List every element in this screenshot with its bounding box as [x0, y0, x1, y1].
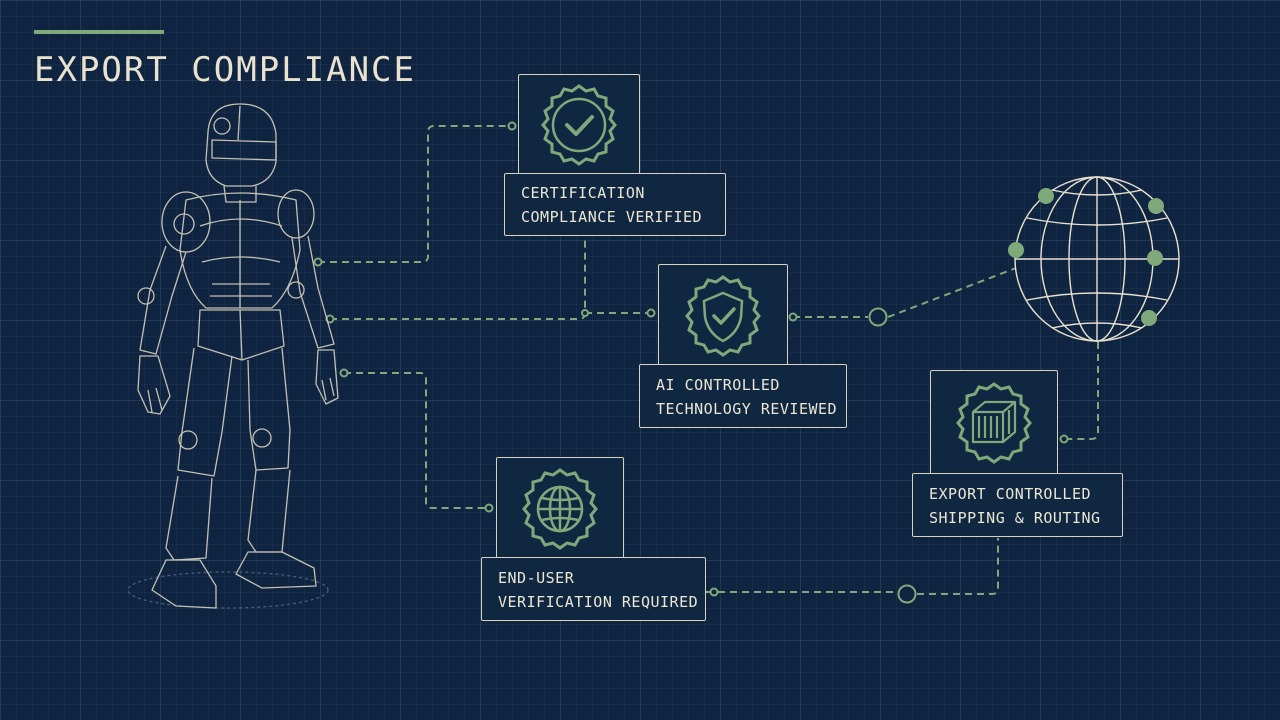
- globe-node: [1008, 242, 1024, 258]
- connector-junction: [868, 307, 888, 327]
- certification-label: CERTIFICATION COMPLIANCE VERIFIED: [504, 173, 726, 236]
- connector-ai-globe-2: [887, 267, 1017, 318]
- connector-dot: [581, 309, 589, 317]
- title-accent-bar: [34, 30, 164, 34]
- connector-dot: [646, 308, 656, 318]
- certification-icon-box: [518, 74, 640, 176]
- connector-dot: [484, 503, 494, 513]
- connector-dot: [507, 121, 517, 131]
- connector-dot: [788, 312, 798, 322]
- globe-node: [1148, 198, 1164, 214]
- shipping-label: EXPORT CONTROLLED SHIPPING & ROUTING: [912, 473, 1123, 537]
- connector-robot-certification: [318, 125, 511, 263]
- end-user-label: END-USER VERIFICATION REQUIRED: [481, 557, 706, 621]
- globe-icon: [522, 468, 598, 550]
- shipping-icon-box: [930, 370, 1058, 476]
- page-title: EXPORT COMPLIANCE: [34, 50, 416, 90]
- connector-dot: [339, 368, 349, 378]
- connector-enduser-shipping-2: [917, 538, 999, 595]
- shipping-crate-icon: [956, 382, 1032, 464]
- globe-node: [1038, 188, 1054, 204]
- connector-robot-enduser: [344, 372, 489, 509]
- shield-checkmark-icon: [685, 275, 761, 357]
- connector-globe-shipping: [1064, 342, 1099, 440]
- connector-dot: [1059, 434, 1069, 444]
- globe-node: [1147, 250, 1163, 266]
- ai-controlled-label: AI CONTROLLED TECHNOLOGY REVIEWED: [639, 364, 847, 428]
- globe-node: [1141, 310, 1157, 326]
- connector-dot: [709, 587, 719, 597]
- end-user-icon-box: [496, 457, 624, 561]
- connector-dot: [313, 257, 323, 267]
- ai-controlled-icon-box: [658, 264, 788, 368]
- seal-checkmark-icon: [541, 84, 617, 166]
- connector-junction: [897, 584, 917, 604]
